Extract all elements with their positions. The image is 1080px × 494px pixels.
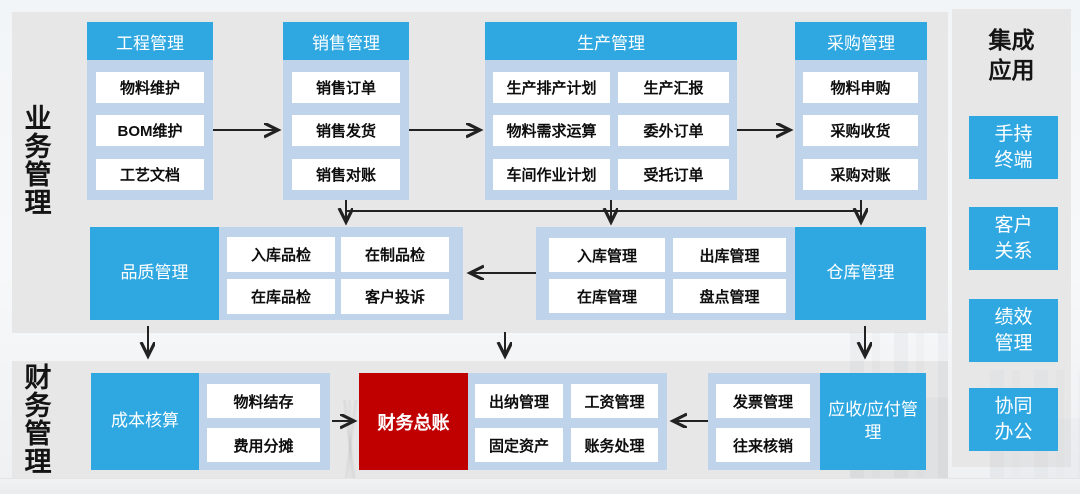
item-payroll-management: 工资管理 <box>571 384 658 418</box>
group-engineering: 工程管理 物料维护 BOM维护 工艺文档 <box>87 22 213 200</box>
bottom-strip-decor <box>0 478 1080 494</box>
item-inbound-management: 入库管理 <box>549 238 665 272</box>
item-workshop-plan: 车间作业计划 <box>493 159 610 190</box>
receivable-payable-label: 应收/应付管理 <box>828 399 918 442</box>
item-consignment-order: 受托订单 <box>618 159 729 190</box>
item-production-report: 生产汇报 <box>618 72 729 103</box>
sidebar-item-customer-relationship: 客户关系 <box>969 207 1058 270</box>
item-customer-complaint: 客户投诉 <box>341 279 449 314</box>
item-accounting-processing: 账务处理 <box>571 428 658 462</box>
item-cashier-management: 出纳管理 <box>475 384 563 418</box>
cost-accounting-box: 成本核算 <box>91 373 199 470</box>
item-outsourcing-order: 委外订单 <box>618 115 729 146</box>
sidebar-item-handheld-terminal: 手持终端 <box>969 116 1058 179</box>
item-incoming-inspection: 入库品检 <box>227 237 335 272</box>
general-ledger-box: 财务总账 <box>359 373 468 470</box>
item-material-balance: 物料结存 <box>207 384 320 418</box>
group-production-header: 生产管理 <box>485 22 737 60</box>
sidebar-item-label: 手持终端 <box>994 123 1033 171</box>
group-quality-items: 入库品检 在制品检 在库品检 客户投诉 <box>219 227 463 320</box>
group-purchasing: 采购管理 物料申购 采购收货 采购对账 <box>795 22 927 200</box>
group-warehouse-items: 入库管理 出库管理 在库管理 盘点管理 <box>536 227 795 320</box>
sidebar-item-collaborative-office: 协同办公 <box>969 388 1058 451</box>
sidebar-item-label: 协同办公 <box>994 395 1033 443</box>
group-purchasing-header: 采购管理 <box>795 22 927 60</box>
item-material-requisition: 物料申购 <box>803 72 918 103</box>
item-mrp-calculation: 物料需求运算 <box>493 115 610 146</box>
business-management-label: 业务管理 <box>24 104 52 218</box>
group-production: 生产管理 生产排产计划 生产汇报 物料需求运算 委外订单 车间作业计划 受托订单 <box>485 22 737 200</box>
item-fixed-assets: 固定资产 <box>475 428 563 462</box>
item-stocktaking-management: 盘点管理 <box>673 279 786 313</box>
item-sales-delivery: 销售发货 <box>292 115 400 146</box>
quality-management-box: 品质管理 <box>90 227 219 320</box>
group-cost-items: 物料结存 费用分摊 <box>199 373 330 470</box>
item-stock-inspection: 在库品检 <box>227 279 335 314</box>
item-stock-management: 在库管理 <box>549 279 665 313</box>
item-sales-order: 销售订单 <box>292 72 400 103</box>
item-outbound-management: 出库管理 <box>673 238 786 272</box>
item-inprocess-inspection: 在制品检 <box>341 237 449 272</box>
group-engineering-header: 工程管理 <box>87 22 213 60</box>
item-material-maintenance: 物料维护 <box>96 72 204 103</box>
group-invoice-items: 发票管理 往来核销 <box>708 373 820 470</box>
sidebar-item-performance-management: 绩效管理 <box>969 299 1058 362</box>
item-process-documents: 工艺文档 <box>96 159 204 190</box>
item-expense-allocation: 费用分摊 <box>207 428 320 462</box>
item-bom-maintenance: BOM维护 <box>96 115 204 146</box>
item-purchase-reconciliation: 采购对账 <box>803 159 918 190</box>
sidebar-title: 集成应用 <box>952 26 1071 86</box>
group-sales-header: 销售管理 <box>283 22 409 60</box>
item-purchase-receiving: 采购收货 <box>803 115 918 146</box>
group-sales: 销售管理 销售订单 销售发货 销售对账 <box>283 22 409 200</box>
item-production-scheduling: 生产排产计划 <box>493 72 610 103</box>
receivable-payable-box: 应收/应付管理 <box>820 373 926 470</box>
sidebar-item-label: 客户关系 <box>994 214 1033 262</box>
item-sales-reconciliation: 销售对账 <box>292 159 400 190</box>
warehouse-management-box: 仓库管理 <box>795 227 926 320</box>
finance-management-label: 财务管理 <box>24 363 52 477</box>
item-current-writeoff: 往来核销 <box>716 428 810 462</box>
sidebar-item-label: 绩效管理 <box>994 306 1033 354</box>
group-cashier-items: 出纳管理 工资管理 固定资产 账务处理 <box>468 373 667 470</box>
sidebar-title-text: 集成应用 <box>988 27 1035 83</box>
item-invoice-management: 发票管理 <box>716 384 810 418</box>
